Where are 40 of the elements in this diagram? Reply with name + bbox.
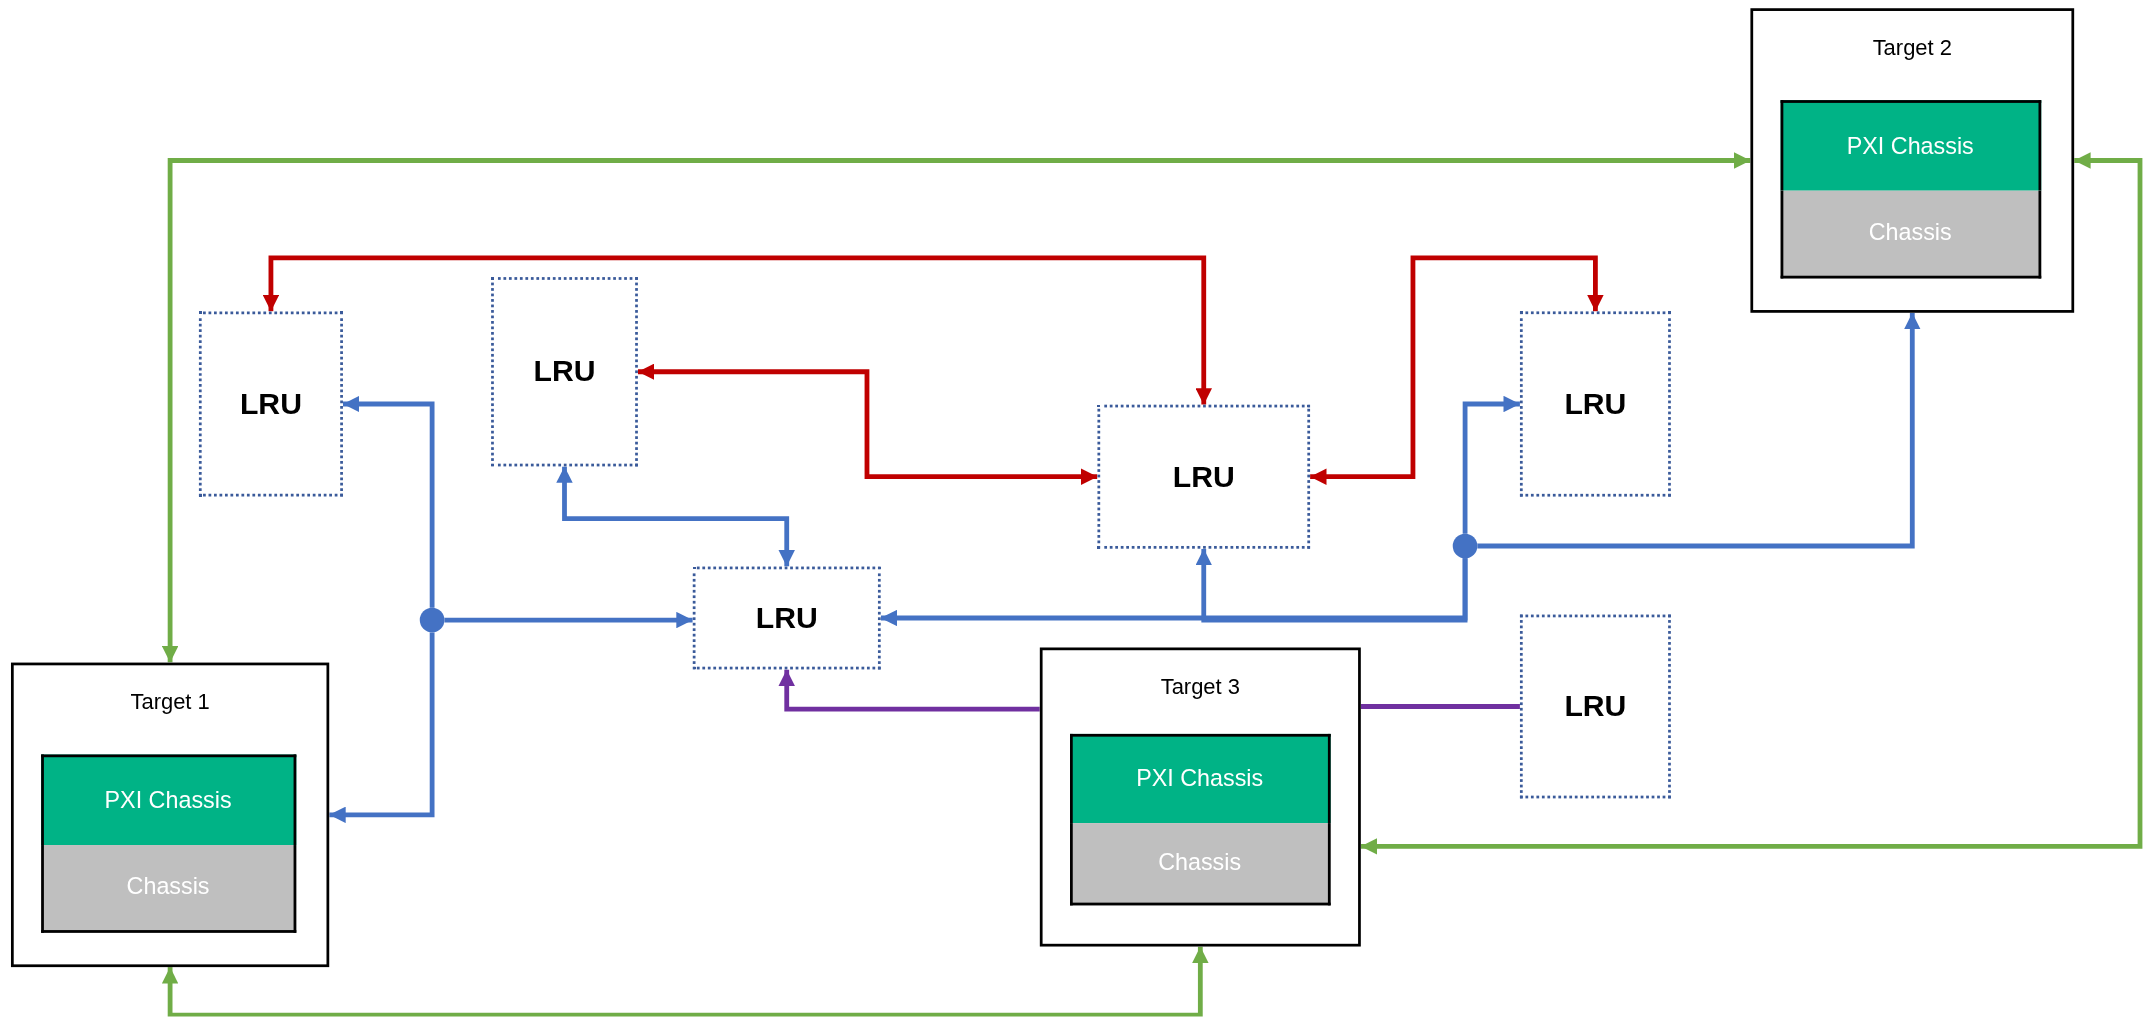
- lru-box: [692, 566, 881, 670]
- chassis-block: PXI Chassis: [1779, 99, 2041, 190]
- chassis-block: Chassis: [40, 844, 296, 933]
- lru-box: [198, 311, 343, 497]
- junction-dot: [419, 607, 445, 633]
- panel-title: Target 3: [1159, 674, 1241, 700]
- connector-arrow: [1195, 548, 1468, 623]
- target-panel: [1750, 8, 2075, 313]
- connector-arrow: [778, 669, 1040, 712]
- panel-title: Target 2: [1871, 35, 1953, 61]
- lru-box: [1519, 614, 1671, 799]
- target-panel: [1039, 647, 1361, 947]
- connector-arrow: [1477, 312, 1921, 549]
- junction-dot: [1452, 533, 1478, 559]
- connector-arrow: [1310, 255, 1604, 485]
- connector-arrow: [342, 395, 435, 608]
- lru-label: LRU: [1172, 458, 1235, 495]
- connector-arrow: [161, 152, 1751, 663]
- target-panel: [10, 662, 330, 968]
- lru-label: LRU: [1564, 688, 1627, 725]
- connector-arrow: [556, 466, 795, 567]
- panel-title: Target 1: [129, 690, 211, 715]
- connector-arrow: [637, 363, 1098, 485]
- chassis-block: PXI Chassis: [1069, 733, 1330, 823]
- lru-label: LRU: [533, 353, 596, 390]
- chassis-block: PXI Chassis: [40, 753, 296, 845]
- connector-arrow: [1462, 395, 1520, 534]
- lru-label: LRU: [1564, 386, 1627, 422]
- lru-label: LRU: [239, 386, 302, 422]
- lru-box: [1519, 311, 1671, 497]
- chassis-block: Chassis: [1069, 822, 1330, 905]
- connector-arrow: [161, 946, 1209, 1017]
- connector-arrow: [1360, 152, 2143, 855]
- lru-box: [1097, 404, 1311, 549]
- lru-box: [491, 277, 638, 467]
- connector-arrow: [444, 611, 693, 629]
- lru-label: LRU: [755, 600, 818, 636]
- chassis-block: Chassis: [1779, 190, 2041, 278]
- connector-arrow: [329, 632, 435, 824]
- connector-arrow: [262, 255, 1212, 405]
